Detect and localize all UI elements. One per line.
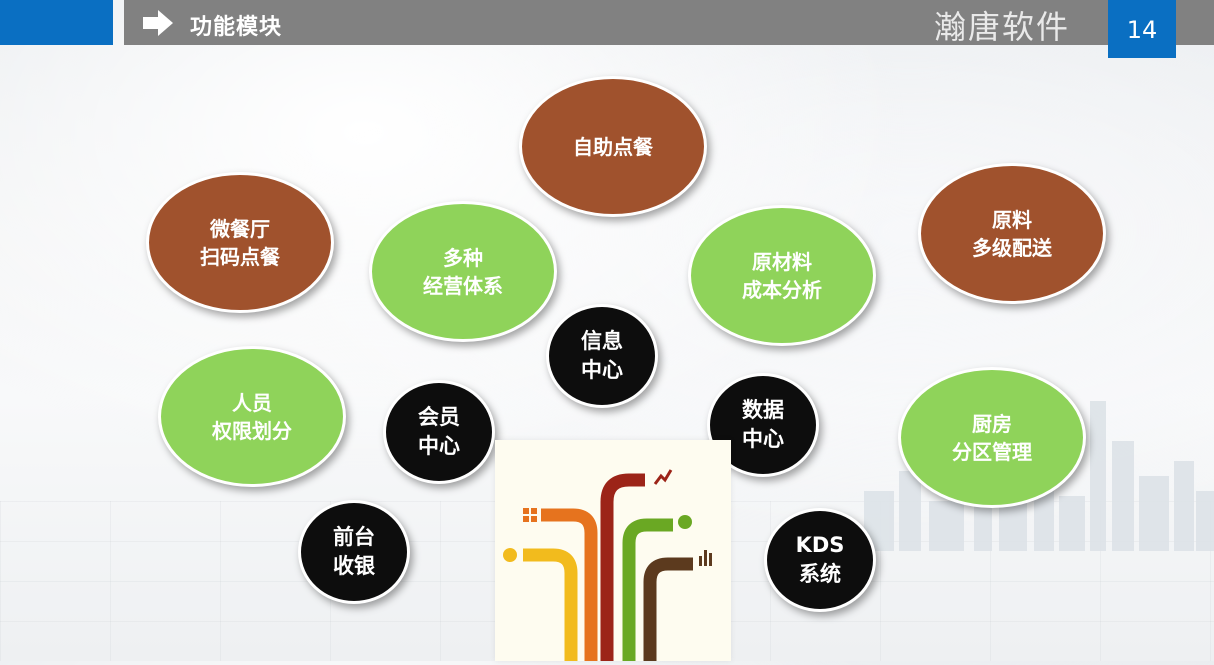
module-label: 信息 中心 — [581, 328, 623, 382]
pie-icon — [503, 548, 517, 562]
module-label: KDS 系统 — [795, 532, 845, 586]
trend-icon — [653, 469, 673, 485]
module-member-center: 会员 中心 — [383, 380, 495, 484]
module-label: 会员 中心 — [418, 404, 460, 458]
module-kds-system: KDS 系统 — [764, 508, 876, 612]
module-staff-permissions: 人员 权限划分 — [158, 346, 346, 487]
page-title: 功能模块 — [190, 15, 283, 40]
module-raw-cost-analysis: 原材料 成本分析 — [688, 205, 876, 346]
red-line — [600, 473, 645, 661]
grid-icon — [523, 508, 537, 522]
green-line — [622, 518, 673, 661]
chart-icon — [678, 515, 692, 529]
page-number: 14 — [1108, 0, 1176, 58]
module-label: 数据 中心 — [742, 397, 784, 451]
growth-lines-graphic — [503, 469, 712, 661]
module-self-order: 自助点餐 — [519, 76, 707, 217]
module-label: 自助点餐 — [573, 134, 653, 159]
brand-name: 瀚唐软件 — [934, 8, 1071, 46]
module-label: 原料 多级配送 — [972, 207, 1052, 260]
module-label: 原材料 成本分析 — [742, 249, 822, 302]
center-graphic-panel — [495, 440, 731, 661]
module-multi-level-delivery: 原料 多级配送 — [918, 163, 1106, 304]
brown-line — [643, 557, 693, 661]
module-kitchen-zone-management: 厨房 分区管理 — [898, 367, 1086, 508]
module-front-cashier: 前台 收银 — [298, 500, 410, 604]
module-info-center: 信息 中心 — [546, 304, 658, 408]
header-left-block — [0, 0, 113, 45]
module-label: 人员 权限划分 — [212, 390, 292, 443]
orange-line — [541, 508, 598, 661]
module-label: 多种 经营体系 — [423, 245, 503, 298]
module-label: 厨房 分区管理 — [952, 411, 1032, 464]
module-wechat-scan-order: 微餐厅 扫码点餐 — [146, 172, 334, 313]
arrow-right-icon — [143, 10, 173, 36]
module-label: 微餐厅 扫码点餐 — [200, 216, 280, 269]
yellow-line — [523, 548, 578, 661]
header-bar — [124, 0, 1214, 45]
bars-icon — [699, 550, 712, 566]
module-label: 前台 收银 — [333, 524, 375, 578]
module-multi-business: 多种 经营体系 — [369, 201, 557, 342]
